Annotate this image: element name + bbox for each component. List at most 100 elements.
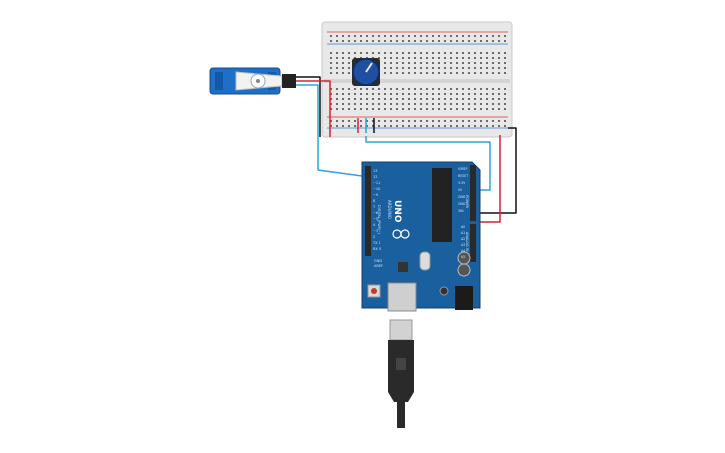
breadboard-hole	[348, 40, 350, 42]
breadboard-hole	[480, 108, 482, 110]
breadboard-hole	[354, 120, 356, 122]
breadboard-hole	[432, 35, 434, 37]
potentiometer[interactable]	[352, 58, 380, 86]
breadboard-hole	[444, 98, 446, 100]
breadboard-hole	[420, 120, 422, 122]
breadboard-hole	[414, 93, 416, 95]
breadboard-hole	[438, 120, 440, 122]
breadboard-hole	[414, 125, 416, 127]
breadboard[interactable]	[321, 21, 513, 138]
breadboard-hole	[456, 125, 458, 127]
breadboard-hole	[354, 103, 356, 105]
breadboard-hole	[360, 35, 362, 37]
breadboard-hole	[426, 98, 428, 100]
breadboard-hole	[432, 98, 434, 100]
breadboard-hole	[420, 52, 422, 54]
breadboard-hole	[486, 120, 488, 122]
breadboard-hole	[336, 67, 338, 69]
digital-pin-label: 2	[373, 235, 375, 239]
breadboard-hole	[396, 72, 398, 74]
digital-pin-label: 7	[373, 205, 375, 209]
arduino-brand-text: ARDUINO	[387, 200, 392, 219]
breadboard-hole	[360, 93, 362, 95]
wire-pot-to-a0[interactable]	[365, 136, 491, 191]
breadboard-hole	[504, 88, 506, 90]
breadboard-hole	[468, 72, 470, 74]
breadboard-hole	[408, 57, 410, 59]
servo-motor[interactable]	[209, 67, 296, 95]
wire-servo-ground[interactable]	[296, 76, 321, 137]
breadboard-hole	[492, 108, 494, 110]
breadboard-hole	[420, 57, 422, 59]
breadboard-hole	[432, 120, 434, 122]
breadboard-hole	[462, 52, 464, 54]
breadboard-hole	[330, 35, 332, 37]
breadboard-hole	[372, 103, 374, 105]
breadboard-hole	[492, 98, 494, 100]
breadboard-hole	[342, 40, 344, 42]
breadboard-hole	[444, 103, 446, 105]
breadboard-hole	[456, 120, 458, 122]
breadboard-hole	[504, 120, 506, 122]
breadboard-hole	[414, 57, 416, 59]
breadboard-hole	[390, 52, 392, 54]
breadboard-hole	[438, 98, 440, 100]
breadboard-hole	[492, 67, 494, 69]
breadboard-hole	[336, 120, 338, 122]
breadboard-hole	[456, 67, 458, 69]
breadboard-hole	[348, 62, 350, 64]
breadboard-hole	[390, 88, 392, 90]
breadboard-hole	[486, 103, 488, 105]
breadboard-hole	[474, 35, 476, 37]
breadboard-hole	[468, 125, 470, 127]
breadboard-hole	[444, 35, 446, 37]
power-pin-label: GND	[458, 202, 466, 206]
breadboard-hole	[462, 57, 464, 59]
breadboard-hole	[498, 120, 500, 122]
breadboard-hole	[456, 72, 458, 74]
wire-gnd-to-arduino[interactable]	[478, 127, 517, 214]
breadboard-hole	[498, 52, 500, 54]
breadboard-hole	[336, 88, 338, 90]
breadboard-hole	[378, 98, 380, 100]
digital-pin-label: ~3	[373, 229, 378, 233]
digital-pin-label: ~9	[373, 193, 378, 197]
breadboard-hole	[342, 93, 344, 95]
breadboard-hole	[420, 108, 422, 110]
analog-pin-label: A0	[461, 225, 465, 229]
breadboard-hole	[396, 52, 398, 54]
breadboard-hole	[456, 62, 458, 64]
breadboard-hole	[366, 98, 368, 100]
breadboard-hole	[402, 72, 404, 74]
breadboard-hole	[504, 52, 506, 54]
wire-5v-to-arduino[interactable]	[478, 135, 501, 223]
breadboard-hole	[384, 108, 386, 110]
breadboard-hole	[444, 108, 446, 110]
breadboard-hole	[348, 120, 350, 122]
breadboard-hole	[450, 88, 452, 90]
breadboard-hole	[366, 93, 368, 95]
dc-power-jack	[455, 286, 473, 310]
breadboard-hole	[462, 108, 464, 110]
breadboard-hole	[402, 57, 404, 59]
wire-servo-power[interactable]	[296, 80, 331, 137]
usb-cable[interactable]	[388, 319, 414, 428]
breadboard-hole	[450, 125, 452, 127]
breadboard-hole	[396, 35, 398, 37]
breadboard-hole	[384, 88, 386, 90]
breadboard-hole	[480, 103, 482, 105]
breadboard-hole	[378, 35, 380, 37]
breadboard-hole	[426, 88, 428, 90]
breadboard-hole	[408, 93, 410, 95]
breadboard-hole	[378, 103, 380, 105]
breadboard-hole	[438, 93, 440, 95]
breadboard-hole	[384, 35, 386, 37]
breadboard-hole	[348, 103, 350, 105]
breadboard-hole	[504, 40, 506, 42]
breadboard-hole	[498, 67, 500, 69]
breadboard-hole	[462, 40, 464, 42]
breadboard-hole	[462, 35, 464, 37]
power-pin-label: 3.3V	[458, 181, 466, 185]
breadboard-hole	[462, 120, 464, 122]
